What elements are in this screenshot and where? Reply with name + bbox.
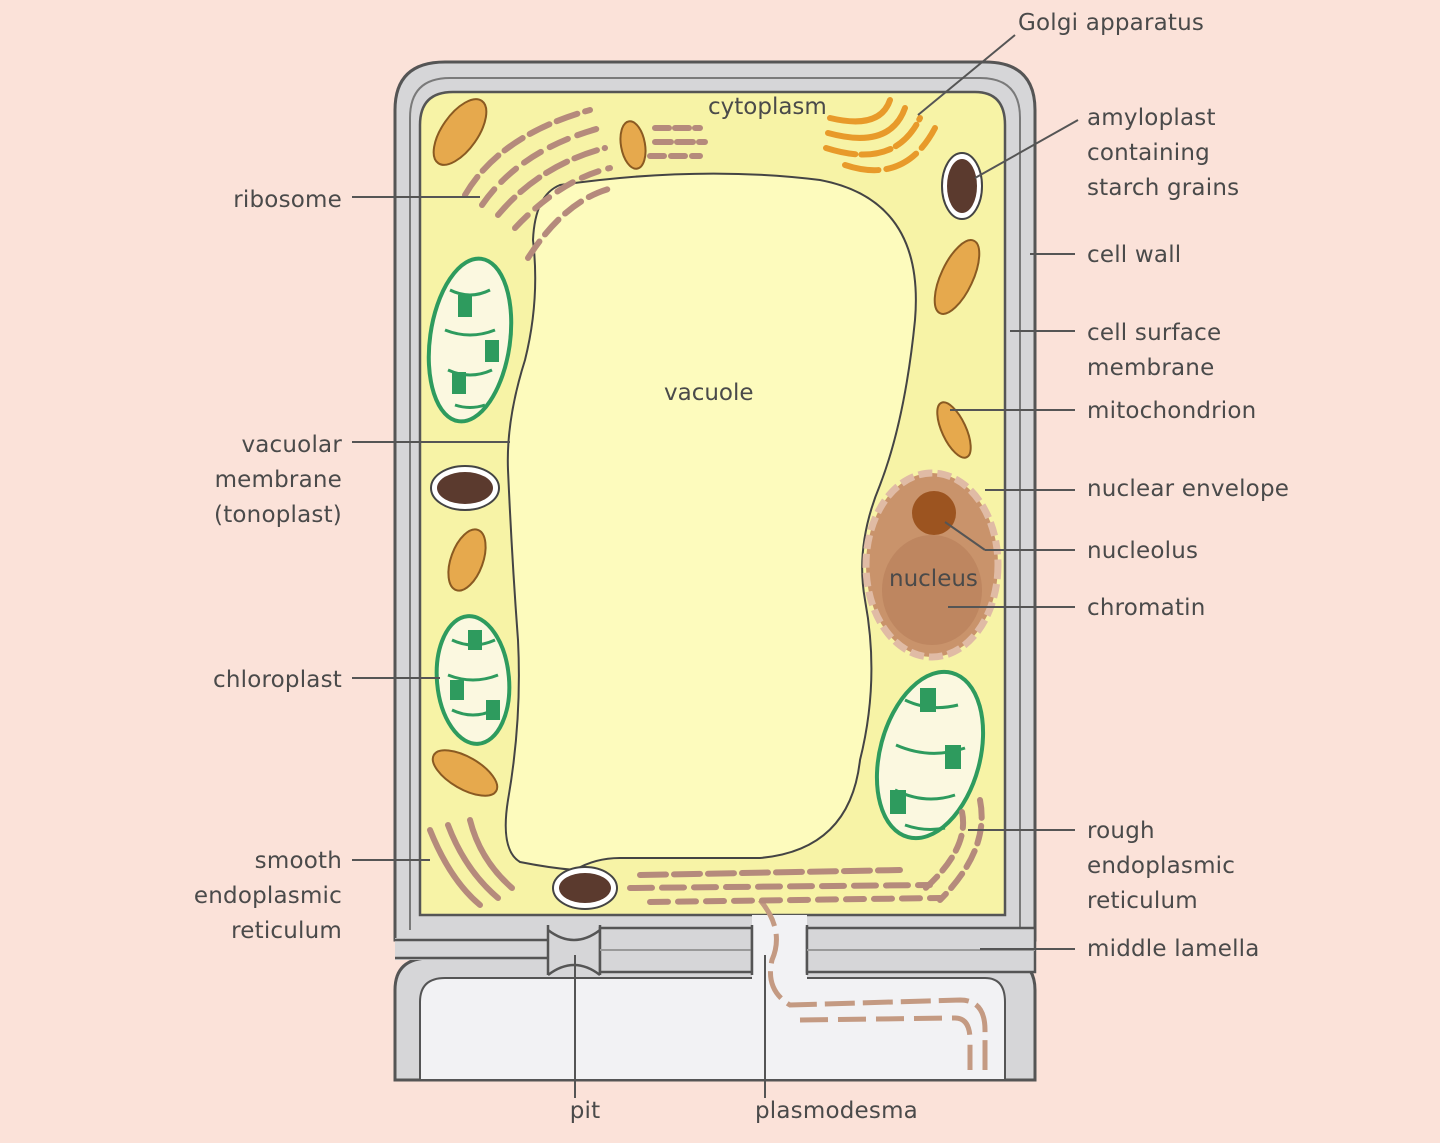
label-nucleus: nucleus — [889, 566, 978, 592]
label-golgi-apparatus: Golgi apparatus — [1018, 10, 1205, 36]
label-amyloplast: amyloplast containing starch grains — [1087, 105, 1240, 201]
label-mitochondrion: mitochondrion — [1087, 398, 1257, 424]
mitochondria — [431, 98, 981, 797]
label-vacuole: vacuole — [664, 380, 754, 406]
nucleus — [862, 469, 1002, 661]
nucleolus — [912, 491, 956, 535]
golgi-apparatus — [823, 97, 938, 174]
plasmodesma-strand — [758, 898, 988, 1070]
chloroplasts — [426, 256, 986, 841]
lower-er — [427, 797, 985, 908]
label-cell-wall: cell wall — [1087, 242, 1182, 268]
label-vacuolar-membrane: vacuolar membrane (tonoplast) — [214, 432, 342, 528]
amyloplasts — [430, 152, 983, 910]
label-nucleolus: nucleolus — [1087, 538, 1199, 564]
label-nuclear-envelope: nuclear envelope — [1087, 476, 1290, 502]
label-chloroplast: chloroplast — [213, 667, 342, 693]
label-ribosome: ribosome — [233, 187, 342, 213]
label-cytoplasm: cytoplasm — [708, 94, 827, 120]
label-smooth-er: smooth endoplasmic reticulum — [193, 848, 342, 944]
label-middle-lamella: middle lamella — [1087, 936, 1260, 962]
label-chromatin: chromatin — [1087, 595, 1206, 621]
vacuole — [504, 172, 917, 872]
label-plasmodesma: plasmodesma — [755, 1098, 918, 1124]
upper-er — [462, 107, 708, 261]
label-rough-er: rough endoplasmic reticulum — [1087, 818, 1236, 914]
leader-lines — [352, 34, 1079, 1098]
label-pit: pit — [569, 1098, 601, 1124]
label-cell-surface-membrane: cell surface membrane — [1087, 320, 1222, 381]
